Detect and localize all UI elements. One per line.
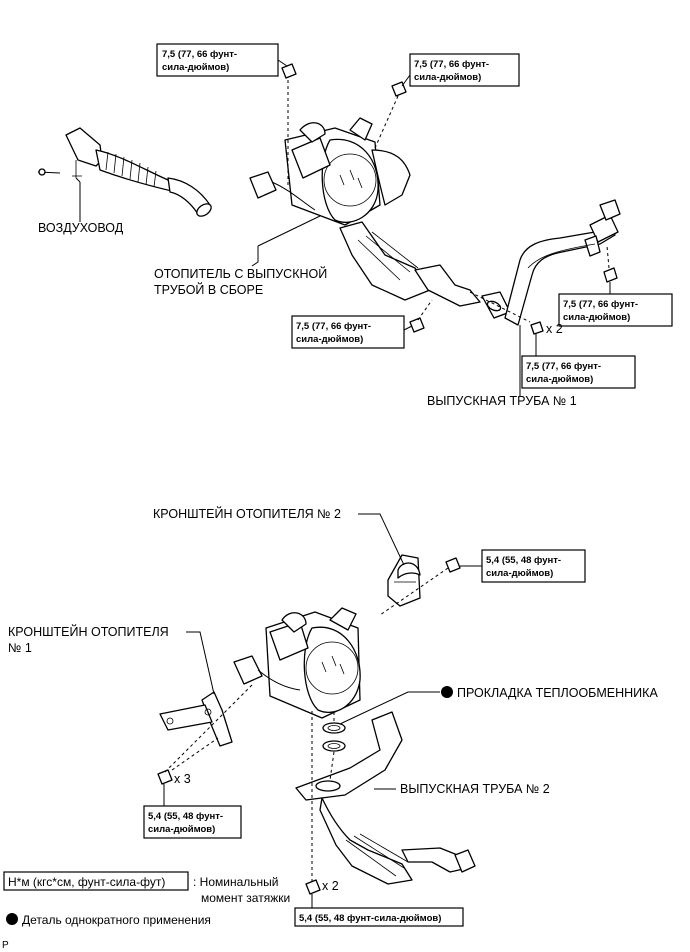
label-heater-assembly-line2: ТРУБОЙ В СБОРЕ bbox=[154, 282, 263, 297]
torque-text-line2: сила-дюймов) bbox=[148, 824, 215, 835]
bottom-fastener-lines bbox=[157, 557, 461, 895]
legend-unit-desc-line1: : Номинальный bbox=[193, 875, 278, 889]
torque-box-top-3: 7,5 (77, 66 фунт- сила-дюймов) bbox=[291, 315, 413, 349]
heater-bracket-2-part bbox=[387, 554, 421, 607]
gasket-rings bbox=[322, 722, 346, 752]
torque-box-bottom-3: 5,4 (55, 48 фунт-сила-дюймов) bbox=[294, 894, 464, 927]
torque-text-line1: 7,5 (77, 66 фунт- bbox=[296, 321, 371, 332]
torque-text-line1: 5,4 (55, 48 фунт- bbox=[148, 811, 223, 822]
leader-heater-assembly bbox=[251, 246, 259, 267]
top-fastener-lines bbox=[75, 63, 618, 392]
label-heater-bracket-2: КРОНШТЕЙН ОТОПИТЕЛЯ № 2 bbox=[153, 506, 341, 521]
exhaust-pipe-2-part bbox=[295, 711, 476, 885]
quantity-x2-top: x 2 bbox=[546, 322, 563, 336]
air-duct-part bbox=[37, 127, 212, 217]
torque-box-bottom-1: 5,4 (55, 48 фунт- сила-дюймов) bbox=[460, 549, 586, 583]
label-heat-exchanger-gasket: ПРОКЛАДКА ТЕПЛООБМЕННИКА bbox=[457, 686, 658, 700]
torque-text-line1: 7,5 (77, 66 фунт- bbox=[162, 49, 237, 60]
torque-box-bottom-2: 5,4 (55, 48 фунт- сила-дюймов) bbox=[143, 784, 242, 839]
torque-text-line2: сила-дюймов) bbox=[162, 62, 229, 73]
heater-assembly-part bbox=[249, 117, 511, 319]
exhaust-pipe-1-part bbox=[504, 199, 621, 326]
torque-text-line2: сила-дюймов) bbox=[414, 72, 481, 83]
legend-unit-desc-line2: момент затяжки bbox=[201, 891, 290, 905]
torque-text-line2: сила-дюймов) bbox=[296, 334, 363, 345]
legend-single-use-dot bbox=[6, 913, 18, 925]
torque-text-line2: сила-дюймов) bbox=[563, 312, 630, 323]
heater-unit-part bbox=[233, 607, 361, 719]
label-heater-assembly-line1: ОТОПИТЕЛЬ С ВЫПУСКНОЙ bbox=[154, 266, 327, 281]
torque-text-single: 5,4 (55, 48 фунт-сила-дюймов) bbox=[299, 913, 441, 924]
torque-box-top-2: 7,5 (77, 66 фунт- сила-дюймов) bbox=[401, 53, 520, 87]
quantity-x3: x 3 bbox=[174, 772, 191, 786]
label-exhaust-pipe-2: ВЫПУСКНАЯ ТРУБА № 2 bbox=[400, 782, 550, 796]
single-use-dot-gasket bbox=[441, 686, 453, 698]
leader-heater-bracket-1 bbox=[186, 631, 215, 695]
torque-text-line1: 7,5 (77, 66 фунт- bbox=[563, 299, 638, 310]
torque-text-line1: 7,5 (77, 66 фунт- bbox=[526, 361, 601, 372]
torque-box-top-1: 7,5 (77, 66 фунт- сила-дюймов) bbox=[156, 43, 288, 77]
label-air-duct: ВОЗДУХОВОД bbox=[38, 221, 124, 235]
heater-bracket-1-part bbox=[159, 691, 233, 747]
label-exhaust-pipe-1: ВЫПУСКНАЯ ТРУБА № 1 bbox=[427, 394, 577, 408]
legend-unit-box bbox=[3, 871, 189, 891]
legend-unit-text: Н*м (кгс*см, фунт-сила-фут) bbox=[8, 875, 165, 889]
quantity-x2-bottom: x 2 bbox=[322, 879, 339, 893]
torque-box-top-5: 7,5 (77, 66 фунт- сила-дюймов) bbox=[521, 334, 636, 389]
corner-mark: P bbox=[2, 940, 9, 951]
leader-gasket bbox=[339, 691, 440, 725]
torque-box-top-4: 7,5 (77, 66 фунт- сила-дюймов) bbox=[558, 282, 673, 327]
legend-single-use-text: Деталь однократного применения bbox=[22, 913, 211, 927]
torque-text-line2: сила-дюймов) bbox=[486, 568, 553, 579]
torque-text-line2: сила-дюймов) bbox=[526, 374, 593, 385]
torque-text-line1: 7,5 (77, 66 фунт- bbox=[414, 59, 489, 70]
torque-text-line1: 5,4 (55, 48 фунт- bbox=[486, 555, 561, 566]
leader-heater-bracket-2 bbox=[358, 513, 405, 566]
label-heater-bracket-1-line2: № 1 bbox=[8, 641, 32, 655]
label-heater-bracket-1-line1: КРОНШТЕЙН ОТОПИТЕЛЯ bbox=[8, 624, 169, 639]
legend: Н*м (кгс*см, фунт-сила-фут) : Номинальны… bbox=[3, 871, 290, 927]
